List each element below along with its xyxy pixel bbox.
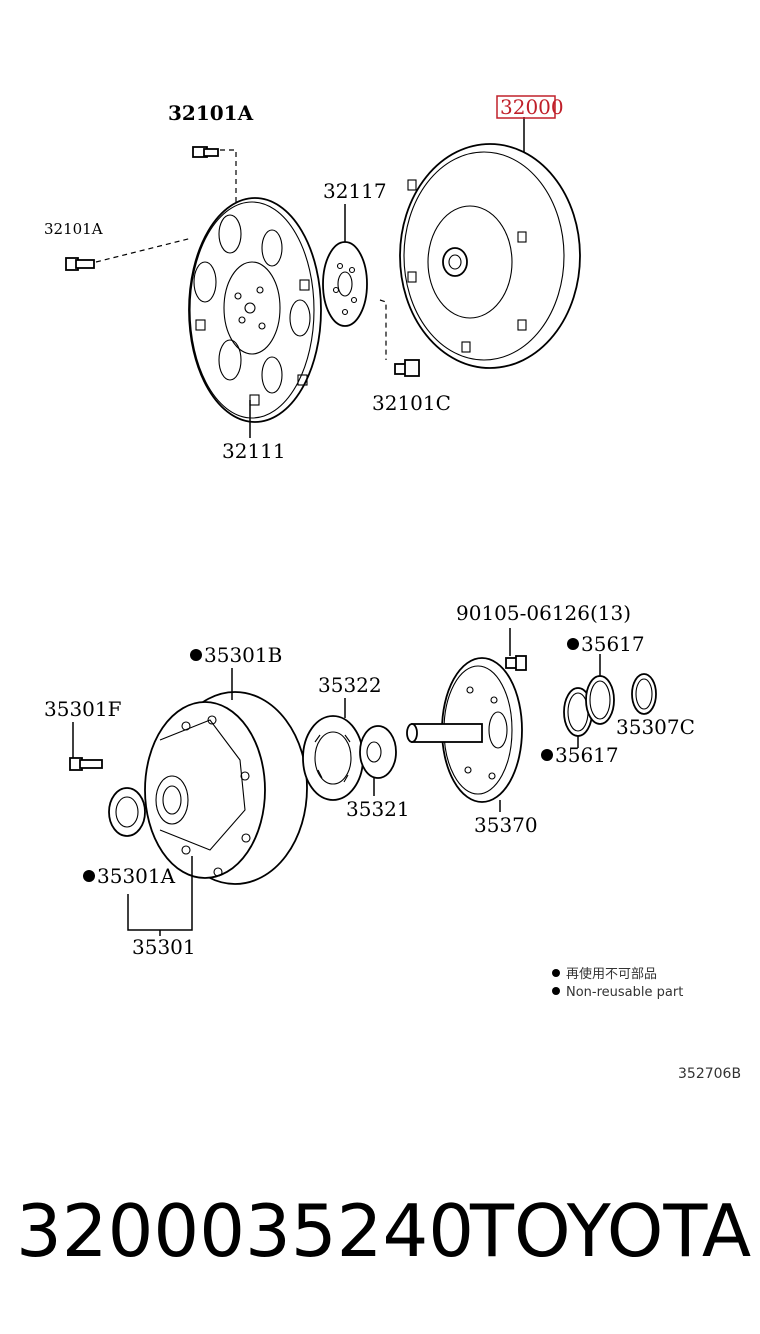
bolt-35301F <box>69 757 103 771</box>
label-32101A-left: 32101A <box>44 220 103 238</box>
label-35301B: 35301B <box>204 643 282 667</box>
brand-name: TOYOTA <box>469 1189 751 1273</box>
label-35370: 35370 <box>474 813 538 837</box>
label-32000[interactable]: 32000 <box>500 95 564 119</box>
bolt-32101C <box>394 359 420 377</box>
label-35617-top: 35617 <box>581 632 645 656</box>
drive-plate-32111 <box>188 197 322 423</box>
label-35301F: 35301F <box>44 697 122 721</box>
legend-line-2: Non-reusable part <box>566 985 683 1000</box>
label-35321: 35321 <box>346 797 410 821</box>
label-35617-bottom: 35617 <box>555 743 619 767</box>
diagram-code: 352706B <box>678 1066 741 1082</box>
legend: 再使用不可部品 Non-reusable part <box>552 966 683 1000</box>
label-35322: 35322 <box>318 673 382 697</box>
driven-gear-35322 <box>302 715 364 801</box>
legend-line-1: 再使用不可部品 <box>566 966 657 982</box>
bolt-90105-06126 <box>505 655 527 671</box>
label-90105-06126: 90105-06126(13) <box>456 601 631 625</box>
oil-seal-35301A <box>108 787 146 837</box>
label-32117: 32117 <box>323 179 387 203</box>
shim-plate-32117 <box>322 241 368 327</box>
non-reusable-bullet-icon <box>567 638 579 650</box>
stator-shaft-35370 <box>406 657 523 803</box>
oil-pump-body-35301 <box>144 691 308 885</box>
drive-gear-35321 <box>359 725 397 779</box>
label-35301: 35301 <box>132 935 196 959</box>
label-32101C: 32101C <box>372 391 451 415</box>
seal-ring-35617-b <box>585 675 615 725</box>
bolt-32101A-left <box>65 257 95 271</box>
non-reusable-bullet-icon <box>541 749 553 761</box>
torque-converter-32000 <box>399 143 581 369</box>
label-35301A: 35301A <box>97 864 176 888</box>
non-reusable-bullet-icon <box>83 870 95 882</box>
bolt-32101A-top <box>192 146 219 158</box>
label-32111: 32111 <box>222 439 286 463</box>
non-reusable-bullet-icon <box>190 649 202 661</box>
label-35307C: 35307C <box>616 715 695 739</box>
seal-ring-35307C <box>631 673 657 715</box>
highlight-box <box>496 95 556 119</box>
label-32101A-top: 32101A <box>168 101 254 125</box>
part-number: 3200035240 <box>16 1189 474 1273</box>
